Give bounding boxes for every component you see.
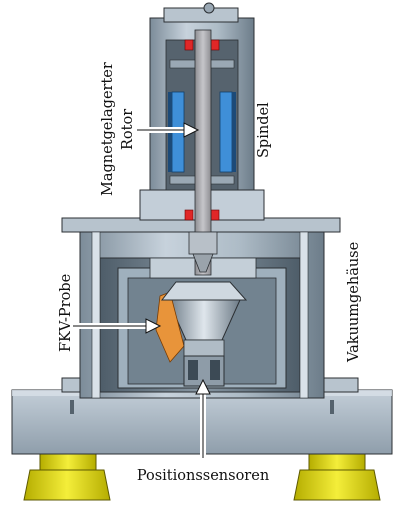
arrow-sensors — [195, 378, 211, 458]
arrow-rotor — [137, 122, 200, 138]
label-spindle: Spindel — [256, 102, 272, 158]
label-housing: Vakuumgehäuse — [346, 242, 362, 363]
fkv-probe — [155, 281, 248, 363]
arrow-probe — [73, 318, 162, 334]
label-rotor-line2: Rotor — [120, 109, 136, 150]
label-sensors: Positionssensoren — [137, 468, 269, 484]
rotor-shaft — [188, 29, 218, 276]
label-rotor-line1: Magnetgelagerter — [100, 62, 116, 196]
label-probe: FKV-Probe — [58, 274, 74, 352]
